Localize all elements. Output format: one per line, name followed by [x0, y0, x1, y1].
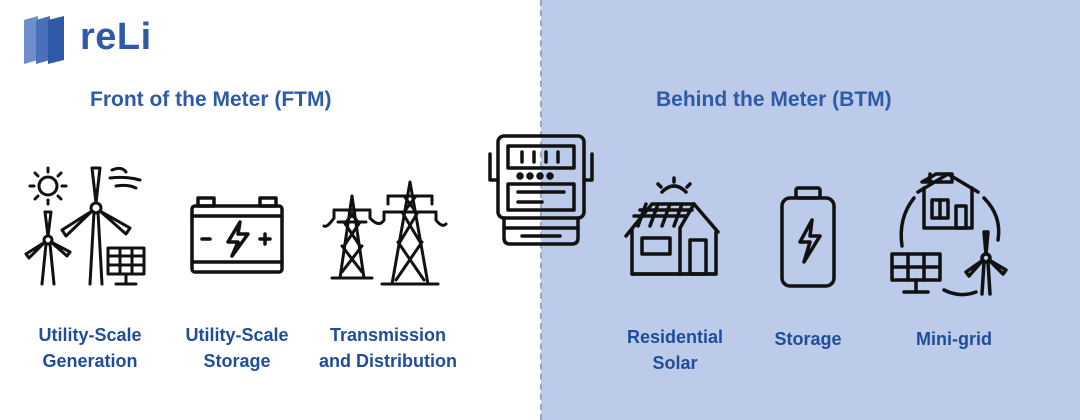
solar-house-icon — [624, 176, 720, 276]
logo-text: reLi — [80, 16, 152, 58]
btm-background — [541, 0, 1080, 420]
mini-grid-icon — [890, 172, 1008, 297]
label-utility-scale-storage: Utility-Scale Storage — [185, 325, 289, 371]
battery-icon — [190, 196, 284, 274]
label-utility-scale-generation: Utility-Scale Generation — [38, 325, 142, 371]
power-tower-icon — [322, 180, 448, 286]
label-residential-solar: Residential Solar — [626, 327, 724, 373]
sun-wind-solar-icon — [24, 166, 146, 286]
btm-title: Behind the Meter (BTM) — [656, 88, 892, 111]
label-transmission-distribution: Transmission and Distribution — [319, 325, 457, 371]
logo-mark-icon — [24, 16, 64, 64]
logo: reLi — [14, 10, 164, 70]
ftm-title: Front of the Meter (FTM) — [90, 88, 332, 111]
label-storage: Storage — [774, 329, 842, 349]
phone-battery-icon — [780, 186, 836, 288]
electric-meter-icon — [488, 134, 594, 246]
label-mini-grid: Mini-grid — [916, 329, 992, 349]
